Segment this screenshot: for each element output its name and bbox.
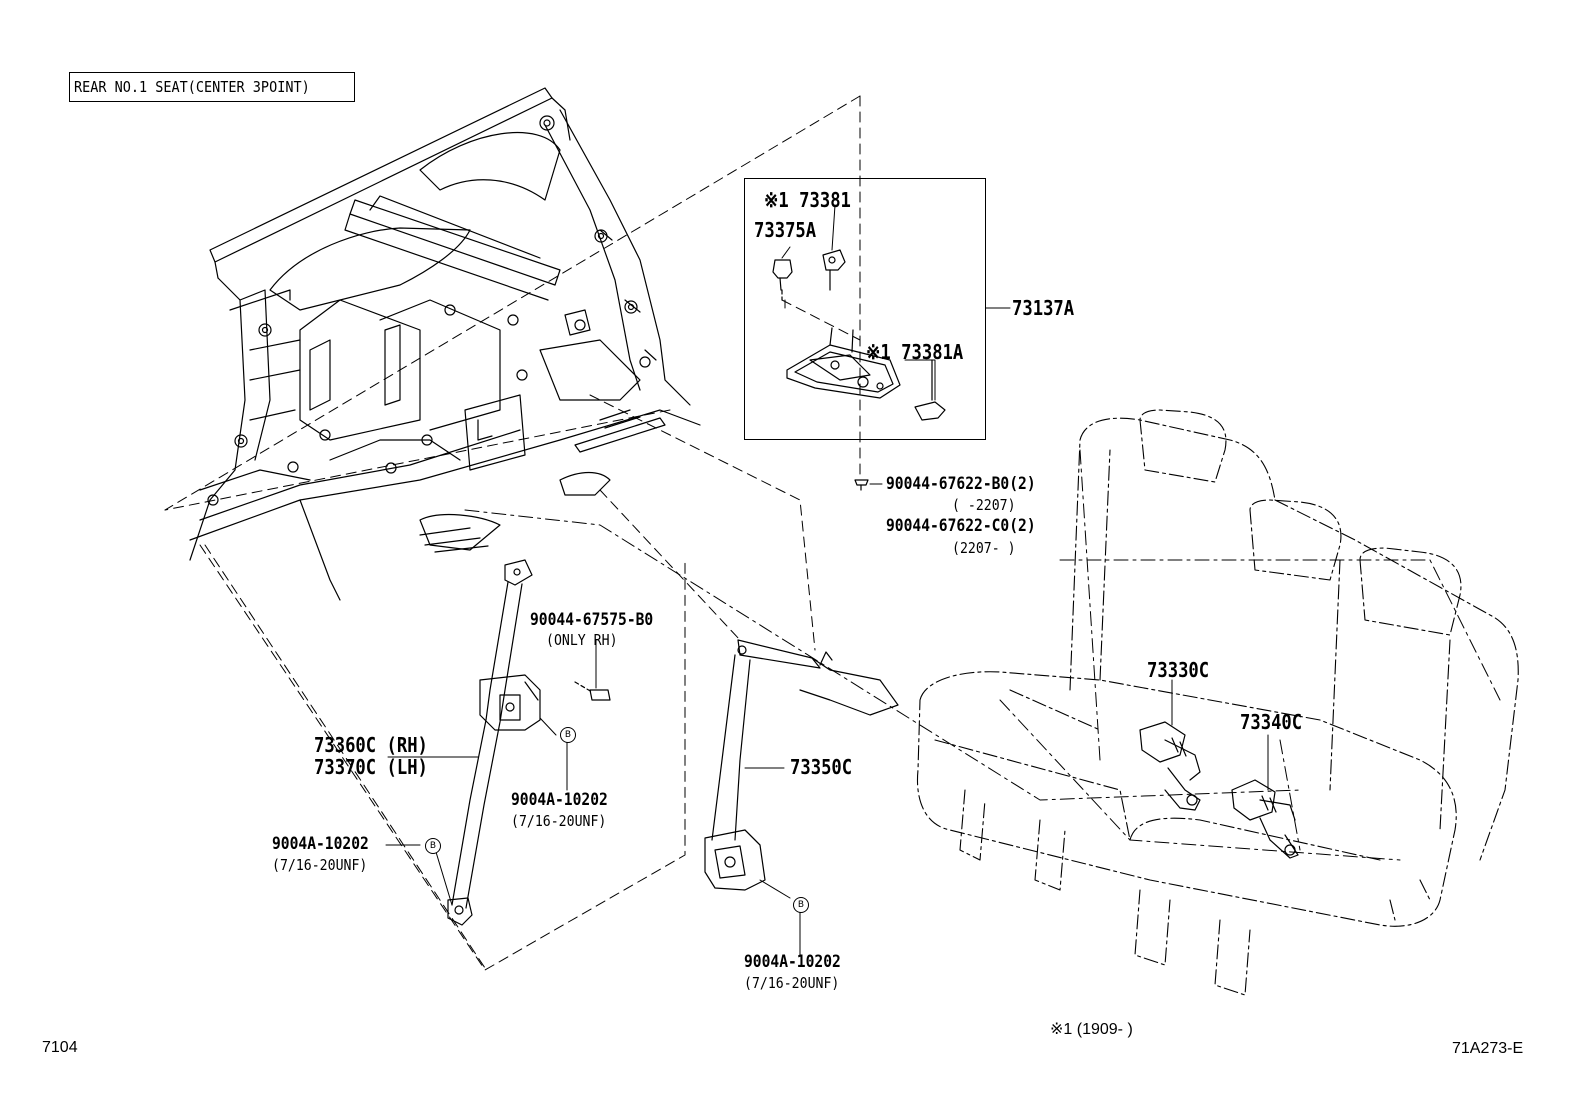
roof-bezel-assembly	[786, 327, 901, 399]
dash-dot-reference-lines	[464, 449, 1501, 861]
rear-seat-illustration	[916, 409, 1519, 996]
outer-seatbelt-assembly	[447, 559, 611, 926]
label-73375A: 73375A	[754, 218, 817, 242]
label-leader-lines	[385, 204, 1269, 956]
label-screw-b0: 90044-67622-B0(2)	[886, 474, 1036, 494]
label-bolt-67575-note: (ONLY RH)	[546, 631, 618, 649]
screw-90044-67622	[854, 479, 869, 491]
label-buckle-73340C: 73340C	[1240, 710, 1303, 734]
body-panel-illustration	[189, 87, 701, 601]
label-73381: ※1 73381	[764, 188, 851, 212]
clip-73381A	[914, 359, 946, 421]
label-73381A: ※1 73381A	[866, 340, 964, 364]
buckle-73340C	[1231, 779, 1299, 859]
bolt-b-marker: B	[793, 897, 809, 913]
page-code-right: 71A273-E	[1452, 1040, 1524, 1057]
bolt-b-marker: B	[560, 727, 576, 743]
label-belt-rh: 73360C (RH)	[314, 733, 428, 757]
bolt-b-marker: B	[425, 838, 441, 854]
clip-73375A	[772, 259, 793, 301]
label-screw-c0: 90044-67622-C0(2)	[886, 516, 1036, 536]
inset-detail-frame	[744, 178, 986, 440]
label-belt-center: 73350C	[790, 755, 853, 779]
label-belt-lh: 73370C (LH)	[314, 755, 428, 779]
clip-73381	[822, 249, 846, 291]
label-bolt-67575: 90044-67575-B0	[530, 610, 654, 630]
footnote: ※1 (1909- )	[1050, 1021, 1133, 1038]
label-bolt-a-3: 9004A-10202	[744, 952, 841, 972]
label-bolt-a-3-thread: (7/16-20UNF)	[744, 974, 840, 992]
diagram-title: REAR NO.1 SEAT(CENTER 3POINT)	[69, 72, 355, 102]
label-73137A: 73137A	[1012, 296, 1075, 320]
label-buckle-73330C: 73330C	[1147, 658, 1210, 682]
buckle-73330C	[1139, 721, 1201, 811]
page-code-left: 7104	[42, 1039, 78, 1056]
dashed-leader-lines	[164, 95, 861, 971]
label-bolt-a-2: 9004A-10202	[272, 834, 369, 854]
label-bolt-a-1: 9004A-10202	[511, 790, 608, 810]
center-seatbelt-assembly	[704, 639, 899, 891]
label-screw-b0-range: ( -2207)	[952, 496, 1016, 514]
label-screw-c0-range: (2207- )	[952, 539, 1016, 557]
label-bolt-a-1-thread: (7/16-20UNF)	[511, 812, 607, 830]
label-bolt-a-2-thread: (7/16-20UNF)	[272, 856, 368, 874]
